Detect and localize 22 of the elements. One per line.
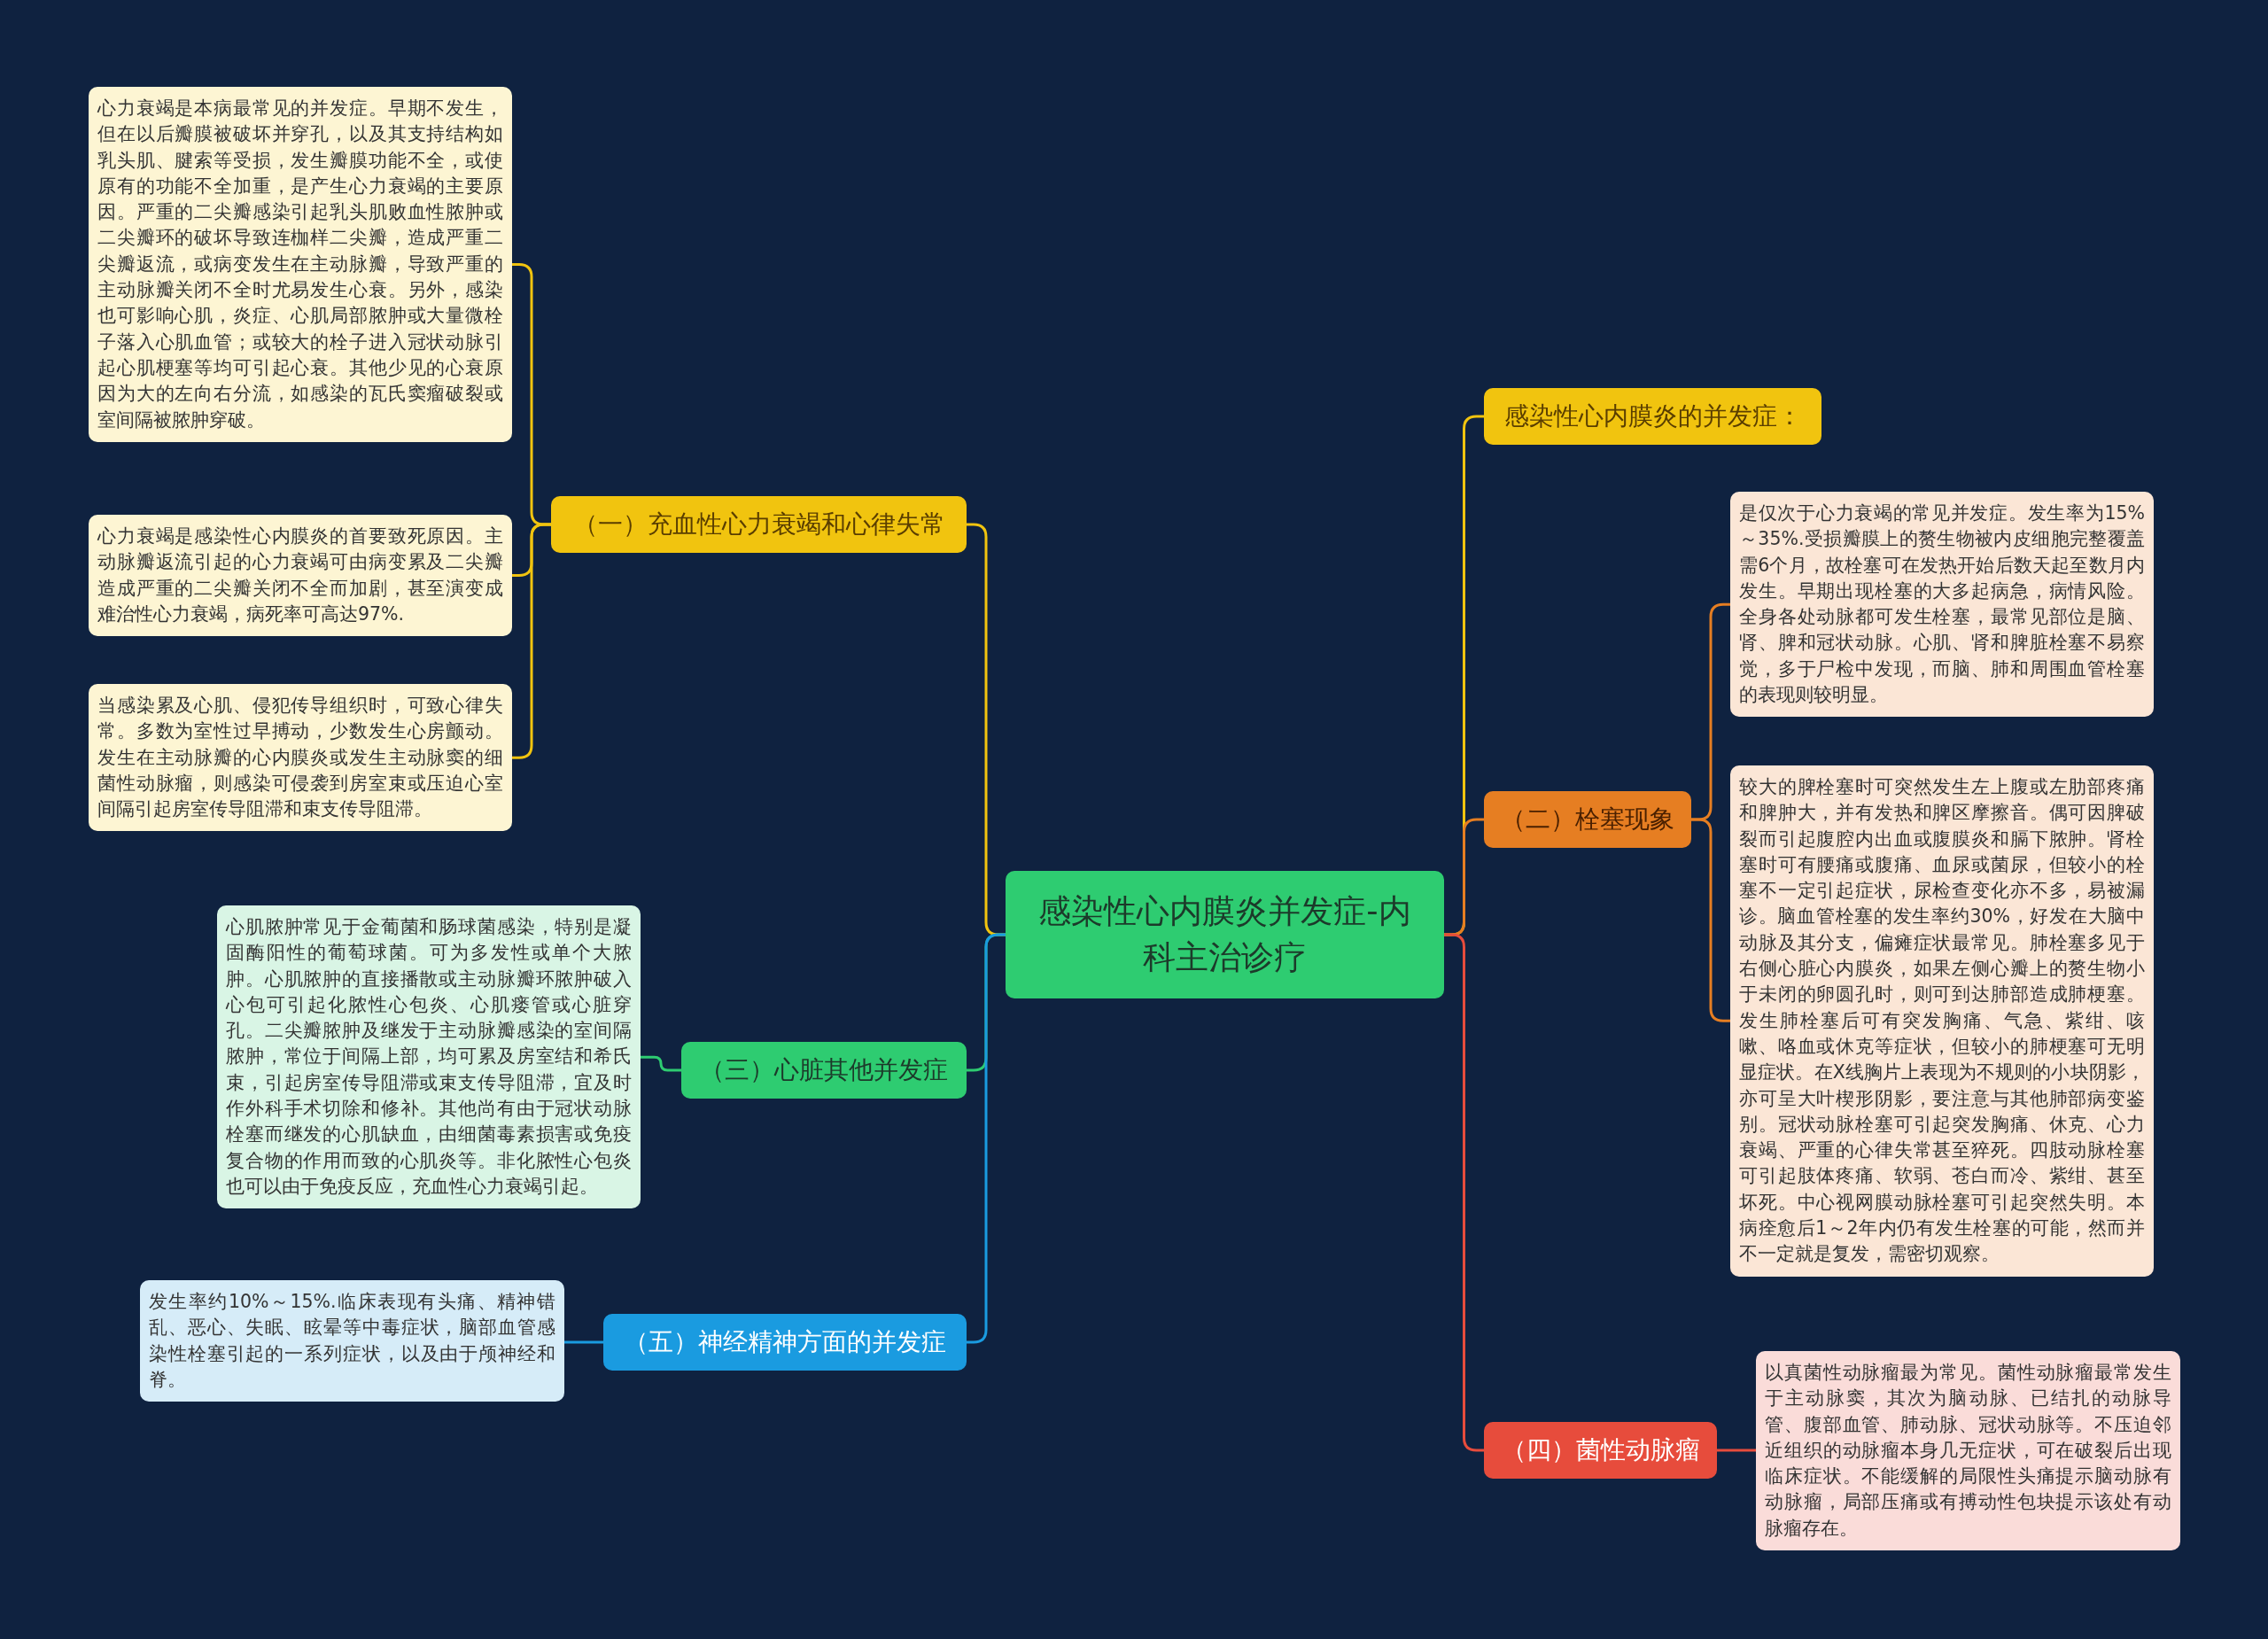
branch-topic-box: （三）心脏其他并发症 xyxy=(681,1042,967,1099)
branch-topic-box: （五）神经精神方面的并发症 xyxy=(603,1314,967,1371)
branch-topic-box: （二）栓塞现象 xyxy=(1484,791,1691,848)
branch-topic-box: （一）充血性心力衰竭和心律失常 xyxy=(551,496,967,553)
connector xyxy=(1691,818,1730,1022)
central-topic-box: 感染性心内膜炎并发症-内科主治诊疗 xyxy=(1006,871,1444,998)
connector xyxy=(512,523,551,759)
branch-topic-box: 感染性心内膜炎的并发症： xyxy=(1484,388,1821,445)
note-card: 心肌脓肿常见于金葡菌和肠球菌感染，特别是凝固酶阳性的葡萄球菌。可为多发性或单个大脓肿。心肌脓肿的直接播散或主动脉瓣环脓肿破入心包可引起化脓性心包炎、心肌瘘管或心脏穿孔。二尖瓣脓肿及继发于主动脉瓣感染的室间隔脓肿，常位于间隔上部，均可累及房室结和希氏束，引起房室传导阻滞或束支传导阻滞，宜及时作外科手术切除和修补。其他尚有由于冠状动脉栓塞而继发的心肌缺血，由细菌毒素损害或免疫复合物的作用而致的心肌炎等。非化脓性心包炎也可以由于免疫反应，充血性心力衰竭引起。 xyxy=(217,905,641,1209)
note-card: 较大的脾栓塞时可突然发生左上腹或左肋部疼痛和脾肿大，并有发热和脾区摩擦音。偶可因脾破裂而引起腹腔内出血或腹膜炎和膈下脓肿。肾栓塞时可有腰痛或腹痛、血尿或菌尿，但较小的栓塞不一定引起症状，尿检查变化亦不多，易被漏诊。脑血管栓塞的发生率约30%，好发在大脑中动脉及其分支，偏瘫症状最常见。肺栓塞多见于右侧心脏心内膜炎，如果左侧心瓣上的赘生物小于未闭的卵圆孔时，则可到达肺部造成肺梗塞。发生肺栓塞后可有突发胸痛、气急、紫绀、咳嗽、咯血或休克等症状，但较小的肺梗塞可无明显症状。在X线胸片上表现为不规则的小块阴影，亦可呈大叶楔形阴影，要注意与其他肺部病变鉴别。冠状动脉栓塞可引起突发胸痛、休克、心力衰竭、严重的心律失常甚至猝死。四肢动脉栓塞可引起肢体疼痛、软弱、苍白而冷、紫绀、甚至坏死。中心视网膜动脉栓塞可引起突然失明。本病痊愈后1～2年内仍有发生栓塞的可能，然而并不一定就是复发，需密切观察。 xyxy=(1730,765,2154,1277)
note-card: 发生率约10%～15%.临床表现有头痛、精神错乱、恶心、失眠、眩晕等中毒症状，脑部血管感染性栓塞引起的一系列症状，以及由于颅神经和脊。 xyxy=(140,1280,564,1402)
connector xyxy=(967,933,1006,1344)
note-card: 当感染累及心肌、侵犯传导组织时，可致心律失常。多数为室性过早搏动，少数发生心房颤动。发生在主动脉瓣的心内膜炎或发生主动脉窦的细菌性动脉瘤，则感染可侵袭到房室束或压迫心室间隔引起房室传导阻滞和束支传导阻滞。 xyxy=(89,684,512,832)
note-card: 心力衰竭是感染性心内膜炎的首要致死原因。主动脉瓣返流引起的心力衰竭可由病变累及二尖瓣造成严重的二尖瓣关闭不全而加剧，甚至演变成难治性心力衰竭，病死率可高达97%. xyxy=(89,515,512,637)
branch-topic-box: （四）菌性动脉瘤 xyxy=(1484,1422,1717,1479)
note-card: 心力衰竭是本病最常见的并发症。早期不发生，但在以后瓣膜被破坏并穿孔，以及其支持结构如乳头肌、腱索等受损，发生瓣膜功能不全，或使原有的功能不全加重，是产生心力衰竭的主要原因。严重的二尖瓣感染引起乳头肌败血性脓肿或二尖瓣环的破坏导致连枷样二尖瓣，造成严重二尖瓣返流，或病变发生在主动脉瓣，导致严重的主动脉瓣关闭不全时尤易发生心衰。另外，感染也可影响心肌，炎症、心肌局部脓肿或大量微栓子落入心肌血管；或较大的栓子进入冠状动脉引起心肌梗塞等均可引起心衰。其他少见的心衰原因为大的左向右分流，如感染的瓦氏窦瘤破裂或室间隔被脓肿穿破。 xyxy=(89,87,512,442)
connector xyxy=(564,1340,603,1344)
connector xyxy=(1717,1449,1756,1452)
note-card: 以真菌性动脉瘤最为常见。菌性动脉瘤最常发生于主动脉窦，其次为脑动脉、已结扎的动脉导管、腹部血管、肺动脉、冠状动脉等。不压迫邻近组织的动脉瘤本身几无症状，可在破裂后出现临床症状。不能缓解的局限性头痛提示脑动脉有动脉瘤，局部压痛或有搏动性包块提示该处有动脉瘤存在。 xyxy=(1756,1351,2180,1551)
connector xyxy=(641,1055,681,1072)
note-card: 是仅次于心力衰竭的常见并发症。发生率为15%～35%.受损瓣膜上的赘生物被内皮细胞完整覆盖需6个月，故栓塞可在发热开始后数天起至数月内发生。早期出现栓塞的大多起病急，病情风险。全身各处动脉都可发生栓塞，最常见部位是脑、肾、脾和冠状动脉。心肌、肾和脾脏栓塞不易察觉，多于尸检中发现，而脑、肺和周围血管栓塞的表现则较明显。 xyxy=(1730,492,2154,718)
connector xyxy=(1444,933,1484,1452)
